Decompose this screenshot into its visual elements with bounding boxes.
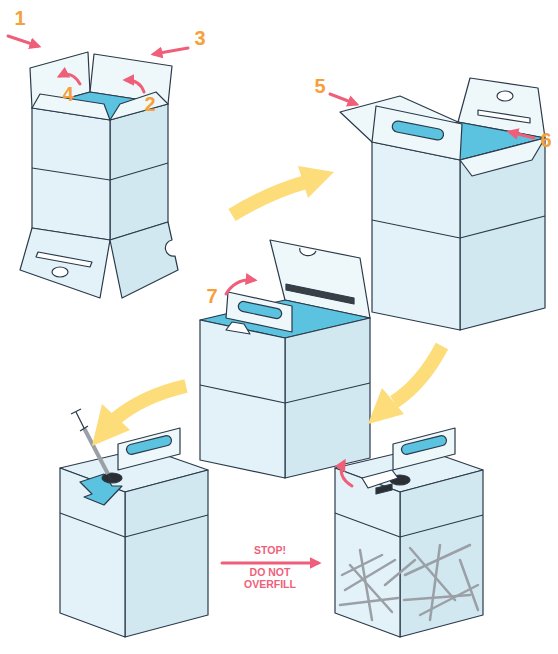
fold-arrow xyxy=(226,280,254,294)
fold-arrow xyxy=(330,94,356,104)
fold-arrow xyxy=(60,74,80,84)
step-arrow xyxy=(232,182,306,215)
box-front xyxy=(60,468,125,637)
lid-bar xyxy=(286,284,354,304)
callout-number: 5 xyxy=(314,76,325,96)
box-flap xyxy=(460,138,545,176)
step-arrow-head xyxy=(298,166,334,198)
filled-syringes xyxy=(340,545,478,620)
box-flap xyxy=(110,92,168,120)
box-side xyxy=(125,470,208,637)
callout-number: 1 xyxy=(14,8,25,28)
handle-slot xyxy=(237,301,282,320)
box-band xyxy=(60,513,208,537)
warning-text: STOP! xyxy=(239,544,301,556)
bottom-flap xyxy=(110,222,178,298)
syringe xyxy=(345,560,395,590)
handle-flap xyxy=(372,106,462,160)
box-band xyxy=(200,383,370,403)
box-front xyxy=(335,468,400,637)
step-arrows xyxy=(92,166,442,446)
step-3-box xyxy=(200,240,370,478)
step-arrow xyxy=(114,386,186,420)
sharps-opening xyxy=(102,473,122,483)
handle-flap xyxy=(118,428,180,470)
box-band xyxy=(335,513,483,537)
flap-slot xyxy=(36,252,92,267)
box-side xyxy=(400,470,483,637)
step-1-box xyxy=(20,52,178,298)
box-side xyxy=(460,138,545,330)
step-arrow-head xyxy=(92,404,130,446)
syringe-cap xyxy=(71,409,81,414)
syringe xyxy=(460,560,478,610)
step-arrow-head xyxy=(368,388,404,424)
bottom-flap xyxy=(20,228,110,298)
step-5-box xyxy=(335,428,483,637)
syringe-flange xyxy=(80,426,88,431)
lid-tab xyxy=(80,474,122,505)
handle-slot xyxy=(125,435,172,456)
syringe-plunger xyxy=(76,412,84,428)
lid-tab-edge xyxy=(376,484,392,494)
fold-arrow xyxy=(8,36,38,46)
callout-number: 4 xyxy=(62,84,73,104)
callout-number: 2 xyxy=(144,94,155,114)
flap-hole xyxy=(52,267,68,277)
syringe xyxy=(342,555,382,575)
box-band xyxy=(32,163,168,180)
fold-arrow xyxy=(154,48,188,54)
box-front xyxy=(372,142,460,330)
syringe xyxy=(350,565,392,612)
syringe xyxy=(430,545,440,620)
fold-arrow xyxy=(510,132,534,138)
syringe-needle xyxy=(108,474,111,480)
flap-hole xyxy=(497,91,513,101)
handle-flap xyxy=(393,428,455,470)
box-side xyxy=(285,318,370,478)
syringe xyxy=(385,560,415,585)
callout-number: 3 xyxy=(194,28,205,48)
step-4-box xyxy=(60,428,208,637)
lid-notch xyxy=(300,248,316,256)
close-arrow xyxy=(341,462,352,486)
warning-text: DO NOT OVERFILL xyxy=(239,566,301,590)
callout-number: 6 xyxy=(540,130,551,150)
stop-arrow xyxy=(222,562,318,565)
callout-number: 7 xyxy=(206,286,217,306)
flap-slot xyxy=(478,110,530,123)
handle-slot xyxy=(391,120,444,141)
action-arrows xyxy=(8,36,534,563)
box-front xyxy=(200,320,285,478)
fold-arrow xyxy=(126,80,144,92)
box-tab xyxy=(226,322,250,334)
syringe xyxy=(404,595,470,600)
handle-slot xyxy=(400,435,447,456)
box-band xyxy=(372,216,545,238)
step-arrow xyxy=(394,346,442,402)
step-2-box xyxy=(340,78,545,330)
